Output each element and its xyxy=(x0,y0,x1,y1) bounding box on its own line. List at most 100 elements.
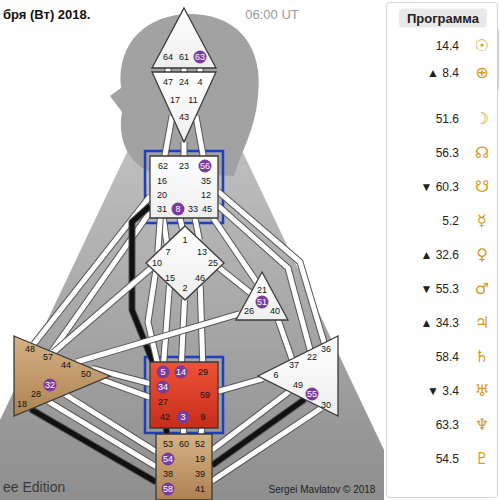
edition-watermark: ee Edition xyxy=(3,480,65,494)
gate-number: 53 xyxy=(163,440,173,449)
channel-outline xyxy=(163,218,167,243)
channel-fill xyxy=(148,272,157,362)
channel-outline xyxy=(196,116,203,156)
gate-number: 27 xyxy=(158,398,168,407)
planet-value: 51.6 xyxy=(436,113,459,125)
gate-number: 6 xyxy=(273,371,278,380)
channel-outline xyxy=(218,206,310,350)
planet-value: ▲ 32.6 xyxy=(420,249,459,261)
channel-outline xyxy=(76,314,239,362)
planet-value: ▲ 34.3 xyxy=(420,317,459,329)
channel-outline xyxy=(180,428,187,434)
channel-fill xyxy=(165,116,172,156)
gate-number: 24 xyxy=(179,78,189,87)
gate-number: 31 xyxy=(157,205,167,214)
gate-number: 44 xyxy=(61,361,71,370)
time-label: 06:00 UT xyxy=(245,8,298,21)
ajna-center: 47244171143 xyxy=(152,72,216,142)
channel-line xyxy=(148,272,157,362)
heart-center: 21512640 xyxy=(236,272,288,320)
gate-number: 45 xyxy=(202,205,212,214)
center-outline xyxy=(14,336,110,416)
gate-number: 38 xyxy=(163,470,173,479)
gate-number: 61 xyxy=(179,53,189,62)
gate-number: 23 xyxy=(179,162,189,171)
planet-panel: Программа14.4☉▲ 8.4⊕51.6☽56.3☊▼ 60.3☋5.2… xyxy=(386,2,498,498)
gate-number: 2 xyxy=(182,284,187,293)
channel-line xyxy=(218,379,263,392)
gate-number: 59 xyxy=(200,391,210,400)
planet-value: 54.5 xyxy=(436,453,459,465)
channel-outline xyxy=(163,428,171,434)
g-center: 7113102515246 xyxy=(146,226,224,300)
gate-number: 54 xyxy=(162,453,175,466)
gate-number: 46 xyxy=(195,274,205,283)
copyright-text: Sergei Mavlatov © 2018 xyxy=(269,485,376,495)
solar-plexus-center: 3622376495530 xyxy=(258,336,338,416)
gate-number: 57 xyxy=(43,353,53,362)
channel-fill xyxy=(164,428,170,434)
gate-number: 60 xyxy=(179,440,189,449)
center-outline xyxy=(156,434,212,500)
gate-number: 43 xyxy=(179,113,189,122)
planet-symbol: ☉ xyxy=(475,38,489,54)
gate-number: 22 xyxy=(307,353,317,362)
planet-value: ▼ 3.4 xyxy=(427,385,459,397)
planet-symbol: ♄ xyxy=(475,349,489,365)
channel-fill xyxy=(219,268,251,293)
channel-fill xyxy=(182,142,187,156)
gate-number: 21 xyxy=(257,286,267,295)
planet-value: ▲ 8.4 xyxy=(427,67,459,79)
channel-outline xyxy=(158,218,161,252)
planet-symbol: ☋ xyxy=(475,179,489,195)
root-center: 536052541938395841 xyxy=(156,434,212,500)
gate-number: 55 xyxy=(306,388,319,401)
gate-number: 63 xyxy=(194,51,207,64)
channel-fill xyxy=(158,218,161,252)
gate-number: 13 xyxy=(197,248,207,257)
channel-fill xyxy=(49,402,157,467)
gate-number: 34 xyxy=(157,381,170,394)
gate-number: 42 xyxy=(160,413,170,422)
center-outline xyxy=(146,226,224,300)
planet-symbol: ♀ xyxy=(476,247,488,263)
highlight-frame xyxy=(145,357,223,433)
gate-number: 11 xyxy=(188,96,197,105)
channel-line xyxy=(183,428,184,434)
channel-line xyxy=(184,142,185,156)
channel-line xyxy=(163,218,167,243)
planet-symbol: ♂ xyxy=(475,281,489,297)
gate-number: 36 xyxy=(321,345,331,354)
channel-outline xyxy=(218,379,263,392)
planet-symbol: ♆ xyxy=(475,417,489,433)
gate-number: 26 xyxy=(244,307,254,316)
gate-number: 39 xyxy=(195,470,205,479)
gate-number: 41 xyxy=(195,485,205,494)
gate-number: 19 xyxy=(195,455,205,464)
channel-line xyxy=(164,285,170,362)
planet-value: 5.2 xyxy=(442,215,459,227)
channel-outline xyxy=(53,268,151,352)
channel-outline xyxy=(180,218,182,229)
center-outline xyxy=(150,156,218,218)
channel-line xyxy=(49,402,157,467)
gate-number: 32 xyxy=(44,379,57,392)
channel-line xyxy=(165,116,172,156)
throat-center: 622356163520123183345 xyxy=(150,156,218,218)
channel-line xyxy=(53,268,151,352)
gate-number: 29 xyxy=(198,368,208,377)
planet-symbol: ☿ xyxy=(477,213,487,229)
gate-number: 33 xyxy=(188,205,198,214)
channel-fill xyxy=(180,218,182,229)
channel-fill xyxy=(31,409,156,482)
channel-outline xyxy=(148,272,157,362)
channel-fill xyxy=(196,116,203,156)
head-center: 646163 xyxy=(152,8,216,68)
channel-fill xyxy=(163,218,167,243)
planet-symbol: ♇ xyxy=(475,451,489,467)
gate-number: 30 xyxy=(321,401,331,410)
channel-outline xyxy=(164,285,170,362)
gate-number: 58 xyxy=(162,483,175,496)
gate-number: 56 xyxy=(199,160,212,173)
gate-number: 37 xyxy=(289,361,299,370)
